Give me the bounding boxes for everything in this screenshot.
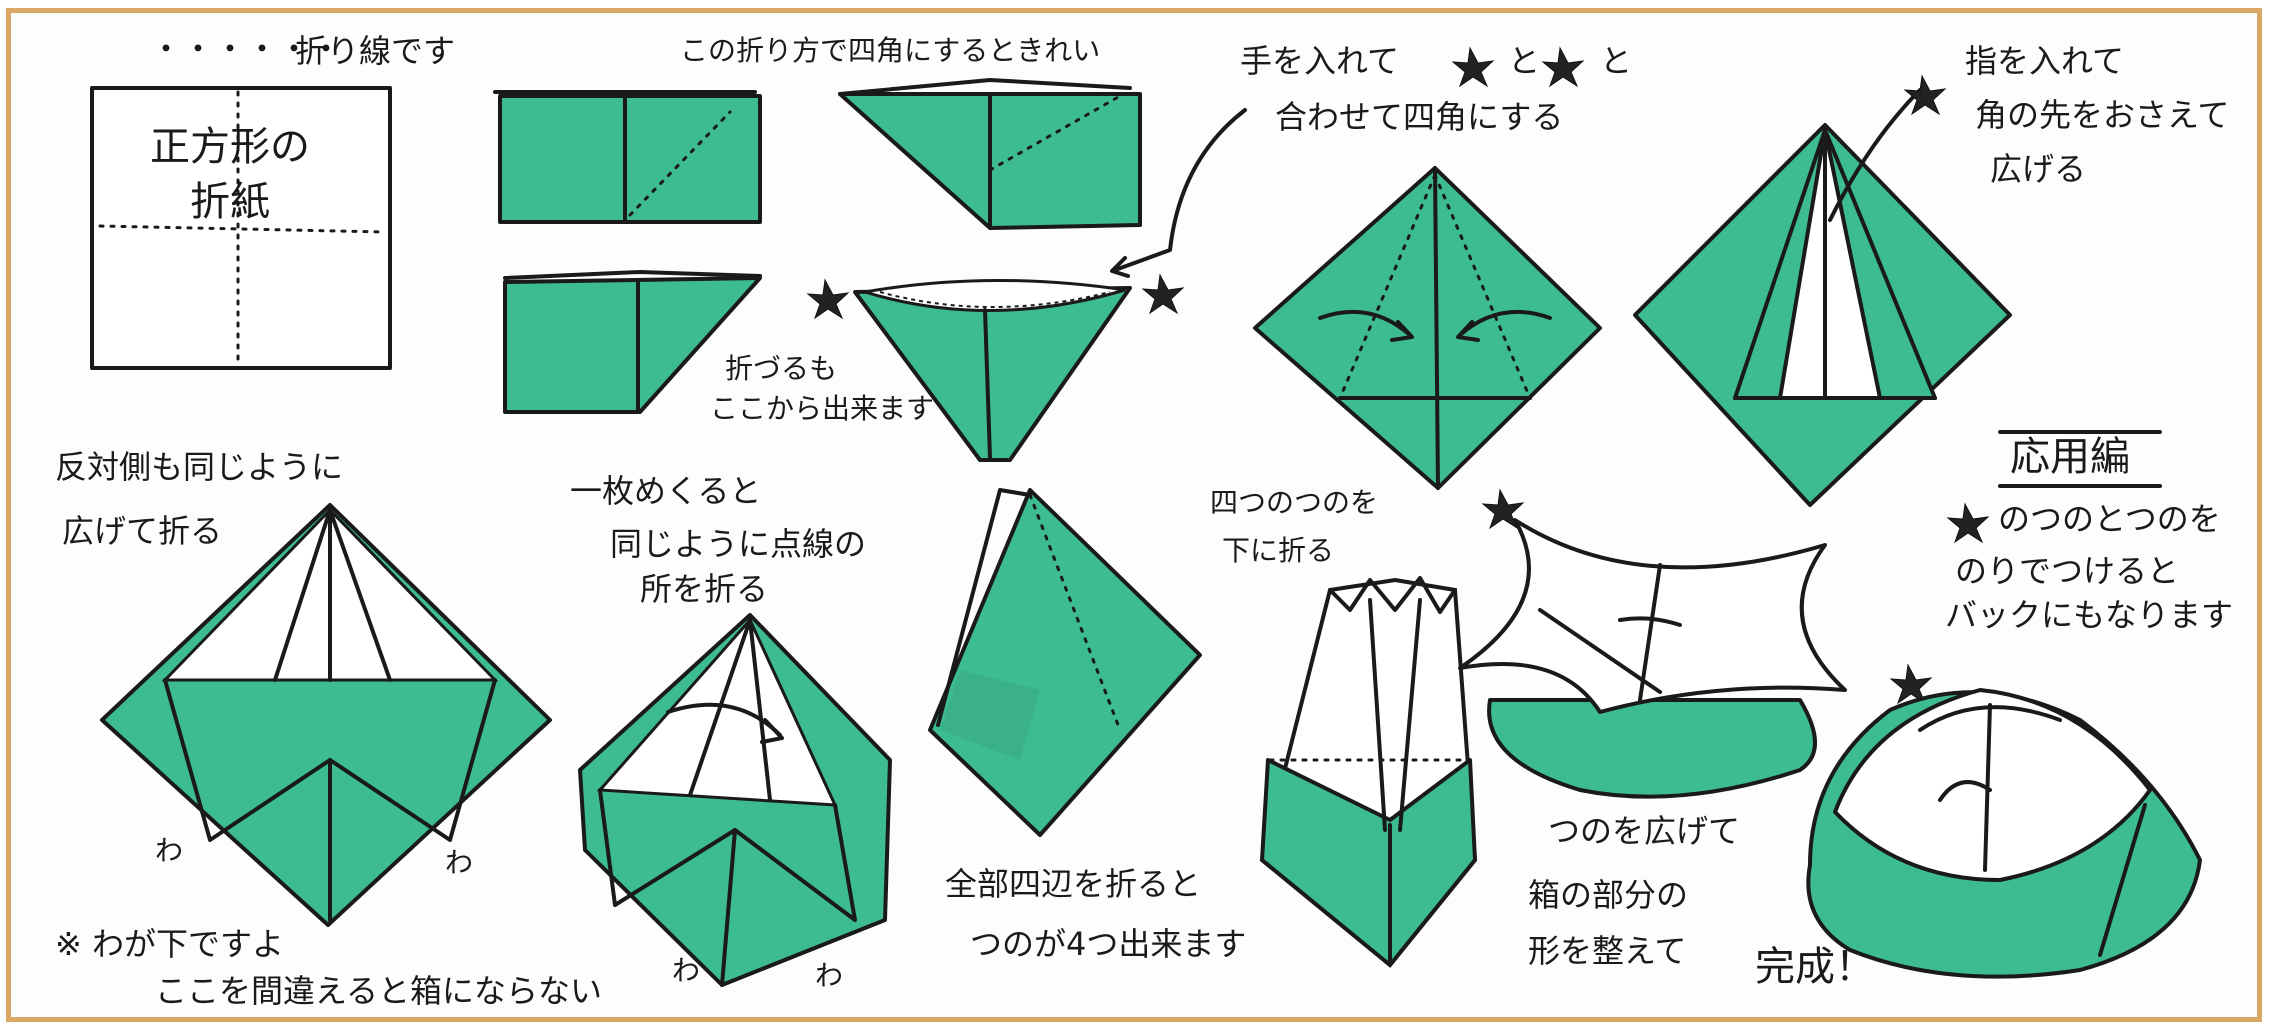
step-square-base bbox=[1253, 166, 1602, 490]
other-side-line1: 反対側も同じように bbox=[55, 448, 343, 486]
step-fold-half bbox=[493, 90, 762, 224]
all-sides-line2: つのが4つ出来ます bbox=[970, 925, 1246, 963]
step-finger-insert bbox=[1633, 74, 2012, 507]
fold-horns-line2: 下に折る bbox=[1222, 534, 1334, 567]
all-sides-line1: 全部四辺を折ると bbox=[945, 865, 1201, 903]
insert-hand-line1: 手を入れて bbox=[1240, 42, 1399, 80]
star-icon bbox=[1451, 46, 1495, 88]
legend-dotted-symbol: ・・・・・・ bbox=[150, 30, 342, 68]
insert-finger-line1: 指を入れて bbox=[1965, 42, 2124, 80]
star-icon bbox=[1541, 46, 1585, 88]
flip-page-line3: 所を折る bbox=[640, 570, 768, 608]
insert-finger-line3: 広げる bbox=[1990, 150, 2086, 188]
star-icon bbox=[1889, 663, 1933, 705]
star-icon bbox=[1481, 488, 1525, 530]
square-label-line2: 折紙 bbox=[190, 179, 270, 225]
spread-horns-line2: 箱の部分の bbox=[1528, 876, 1688, 914]
tip-corners-text: この折り方で四角にするときれい bbox=[680, 34, 1100, 67]
step-fold-horns bbox=[1259, 576, 1478, 968]
spread-horns-line1: つのを広げて bbox=[1548, 812, 1740, 850]
step-flip-page bbox=[578, 613, 892, 987]
legend-dotted-label: 折り線です bbox=[295, 32, 455, 70]
step-fold-triangle-top bbox=[838, 78, 1142, 230]
star-icon bbox=[1946, 502, 1990, 544]
flip-page-line1: 一枚めくると bbox=[570, 472, 761, 510]
wa-mark-3: わ bbox=[672, 954, 700, 987]
wa-mark-2: わ bbox=[445, 846, 473, 879]
finished-box bbox=[1806, 688, 2202, 979]
crane-note-line2: ここから出来ます bbox=[710, 392, 934, 425]
applied-line1: のつのとつのを bbox=[1998, 500, 2221, 538]
done-label: 完成！ bbox=[1755, 944, 1875, 990]
curved-arrow bbox=[1113, 108, 1247, 272]
note-wa-line1: ※ わが下ですよ bbox=[55, 925, 284, 963]
insert-finger-line2: 角の先をおさえて bbox=[1975, 96, 2229, 134]
step-other-side bbox=[100, 503, 552, 927]
star-left-icon bbox=[806, 278, 850, 320]
crane-note-line1: 折づるも bbox=[725, 352, 837, 385]
step-open-pocket bbox=[806, 273, 1185, 462]
step-spread-horns bbox=[1458, 488, 1933, 799]
applied-line3: バックにもなります bbox=[1945, 596, 2233, 634]
star-right-icon bbox=[1141, 273, 1185, 315]
insert-hand-line2: 合わせて四角にする bbox=[1275, 98, 1563, 136]
insert-hand-conj: と bbox=[1508, 42, 1540, 80]
fold-horns-line1: 四つのつのを bbox=[1210, 486, 1378, 519]
square-label-line1: 正方形の bbox=[150, 124, 310, 170]
applied-title: 応用編 bbox=[2010, 434, 2130, 480]
insert-hand-conj-2: と bbox=[1600, 42, 1632, 80]
applied-line2: のりでつけると bbox=[1955, 552, 2179, 590]
square-paper: 正方形の 折紙 bbox=[90, 86, 392, 370]
spread-horns-line3: 形を整えて bbox=[1528, 932, 1686, 970]
flip-page-line2: 同じように点線の bbox=[610, 525, 866, 563]
wa-mark-1: わ bbox=[155, 834, 183, 867]
other-side-line2: 広げて折る bbox=[62, 512, 222, 550]
step-fold-quarter bbox=[503, 270, 762, 414]
note-wa-line2: ここを間違えると箱にならない bbox=[155, 972, 602, 1010]
step-all-sides bbox=[928, 488, 1202, 837]
wa-mark-4: わ bbox=[815, 959, 843, 992]
star-icon bbox=[1903, 74, 1947, 116]
